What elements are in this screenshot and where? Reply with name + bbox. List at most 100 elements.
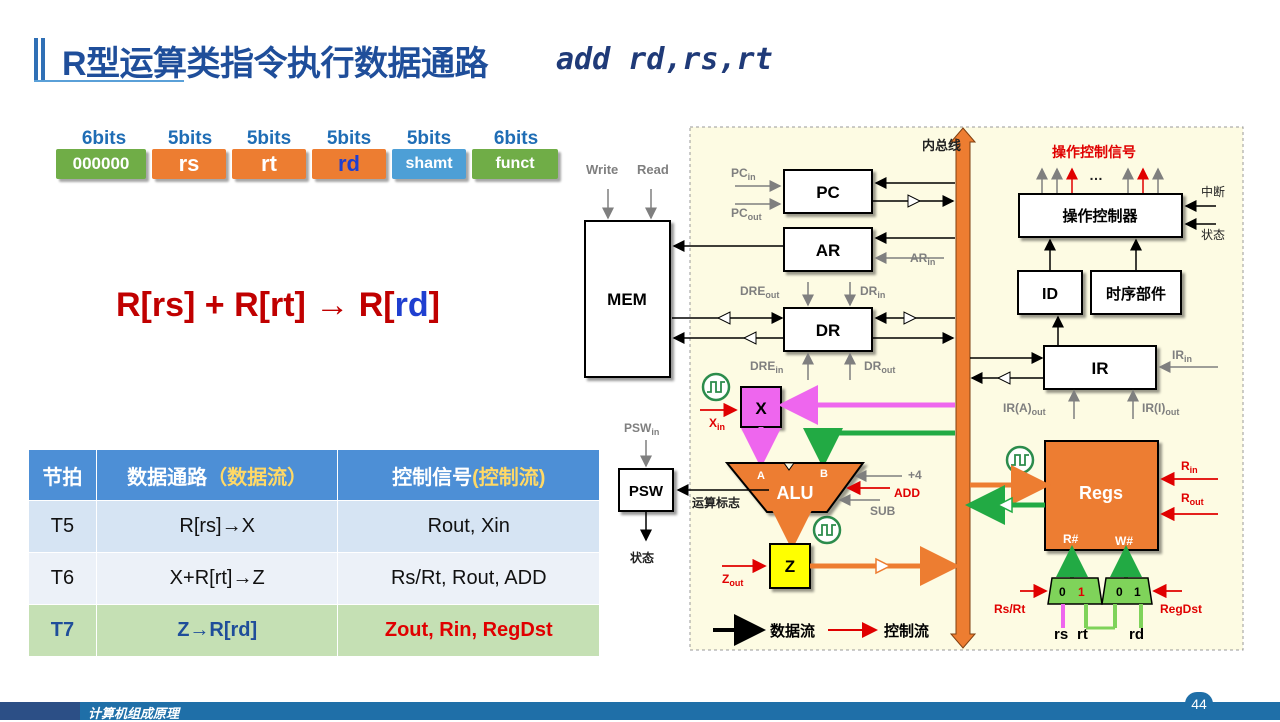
legend-data-label: 数据流 [770,622,815,640]
formula-left: R[rs] + R[rt] [116,286,316,324]
title-decoration-bar [34,38,38,80]
format-bits-label: 5bits [167,128,213,149]
timing-label: 时序部件 [1106,285,1166,303]
table-row: T7 Z→R[rd] Zout, Rin, RegDst [28,604,600,657]
ir-label: IR [1092,359,1109,378]
table-cell-path: R[rs]→X [95,500,339,553]
table-row: T5 R[rs]→X Rout, Xin [28,500,600,553]
psw-label: PSW [629,483,664,500]
table-row: T6 X+R[rt]→Z Rs/Rt, Rout, ADD [28,552,600,605]
formula-rpre: R[ [349,286,395,324]
legend-ctrl-label: 控制流 [884,622,929,640]
operation-formula: R[rs] + R[rt] → R[rd] [116,286,440,325]
format-field-rd: rd [312,149,386,179]
table-cell-step: T7 [28,604,97,657]
read-label: Read [637,162,669,177]
mux-right-zero: 0 [1116,585,1123,599]
pc-label: PC [816,183,840,202]
regs-label: Regs [1079,483,1123,503]
formula-rd: rd [394,286,429,324]
ir-gate-icon [996,371,1011,385]
ctrl-unit-label: 操作控制器 [1062,207,1138,225]
psw-status-label: 状态 [630,550,654,565]
footer-course-name: 计算机组成原理 [88,706,180,721]
alu-notch [783,462,795,471]
format-bits-label: 6bits [493,128,539,149]
alu-label: ALU [777,483,814,503]
rt-label: rt [1077,626,1088,643]
dr-gate-icon [742,331,757,345]
psw-box [618,468,674,512]
dr-label: DR [816,321,841,340]
regs-write-num: W# [1115,534,1133,548]
x-register-box [740,386,782,428]
mem-box [584,220,671,378]
rs-label: rs [1054,626,1068,643]
table-cell-step: T5 [28,500,97,553]
table-cell-ctrl: Zout, Rin, RegDst [337,604,600,657]
page-number: 44 [1185,692,1213,716]
format-bits-label: 5bits [326,128,372,149]
mem-label: MEM [607,290,647,309]
format-field-funct: funct [472,149,558,179]
table-cell-path: X+R[rt]→Z [95,552,339,605]
regdst-label: RegDst [1160,602,1202,616]
format-bits-label: 5bits [246,128,292,149]
z-gate-icon [875,557,892,575]
bus-label: 内总线 [922,138,961,153]
ir-box [1043,345,1157,390]
alu-input-b: B [820,468,828,480]
mux-right-shape [1101,577,1153,605]
ar-box [783,227,873,272]
timing-steps-table: 节拍 数据通路（数据流） 控制信号(控制流) T5 R[rs]→X Rout, … [28,449,600,657]
id-box [1017,270,1083,315]
alu-shape [724,462,865,513]
ctrl-signal-arrows [1036,167,1164,193]
clock-icon [701,372,731,402]
bus-alub-flow [803,428,955,468]
mux-left-one: 1 [1078,585,1085,599]
dr-mem-gate-icon [716,311,731,325]
dr-bus-gate-icon [903,311,918,325]
add-label: ADD [894,486,920,500]
regs-read-num: R# [1063,532,1079,546]
id-label: ID [1042,286,1058,303]
alu-input-a: A [757,470,765,482]
mux-left-zero: 0 [1059,585,1066,599]
table-header-ctrl: 控制信号(控制流) [337,449,600,501]
footer-bar [0,702,1280,720]
table-cell-step: T6 [28,552,97,605]
dre-in-label: DREin [750,359,783,375]
sub-label: SUB [870,504,896,518]
title-underline [34,80,184,82]
rs-rt-label: Rs/Rt [994,602,1025,616]
calc-flags-label: 运算标志 [692,495,740,510]
plus4-label: +4 [908,468,922,482]
timing-box [1090,270,1182,315]
dr-box [783,307,873,352]
clock-icon [1005,445,1035,475]
ctrl-signals-label: 操作控制信号 [1052,144,1136,160]
table-cell-ctrl: Rout, Xin [337,500,600,553]
x-register-label: X [755,399,767,418]
regs-gate-icon [996,496,1013,514]
format-field-rs: rs [152,149,226,179]
footer-accent [0,702,80,720]
table-header-step: 节拍 [28,449,97,501]
rd-label: rd [1129,626,1144,643]
page-title: R型运算类指令执行数据通路 [62,45,489,83]
regs-box [1044,440,1159,551]
ar-label: AR [816,241,841,260]
clock-icon [812,515,842,545]
table-cell-ctrl: Rs/Rt, Rout, ADD [337,552,600,605]
pc-gate-icon [907,194,922,208]
ctrl-unit-box [1018,193,1183,238]
mux-left-shape [1047,577,1103,605]
formula-rpost: ] [428,286,440,324]
z-register-box [769,543,811,589]
format-bits-label: 5bits [406,128,452,149]
format-bits-label: 6bits [81,128,127,149]
format-field-shamt: shamt [392,149,466,179]
title-decoration-bar [41,38,45,80]
